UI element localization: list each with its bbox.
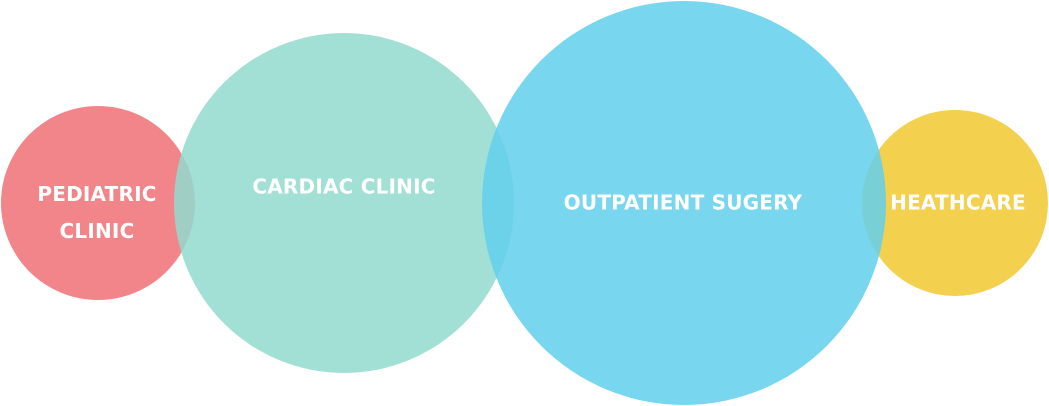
circle-pediatric-clinic bbox=[1, 106, 195, 300]
label-cardiac-clinic: CARDIAC CLINIC bbox=[252, 174, 436, 199]
label-outpatient-surgery: OUTPATIENT SUGERY bbox=[563, 190, 803, 215]
label-healthcare: HEATHCARE bbox=[890, 190, 1026, 215]
label-pediatric-clinic: PEDIATRIC CLINIC bbox=[37, 182, 157, 243]
circle-outpatient-surgery bbox=[482, 1, 886, 405]
circle-healthcare bbox=[862, 110, 1048, 296]
circle-cardiac-clinic bbox=[174, 33, 514, 373]
